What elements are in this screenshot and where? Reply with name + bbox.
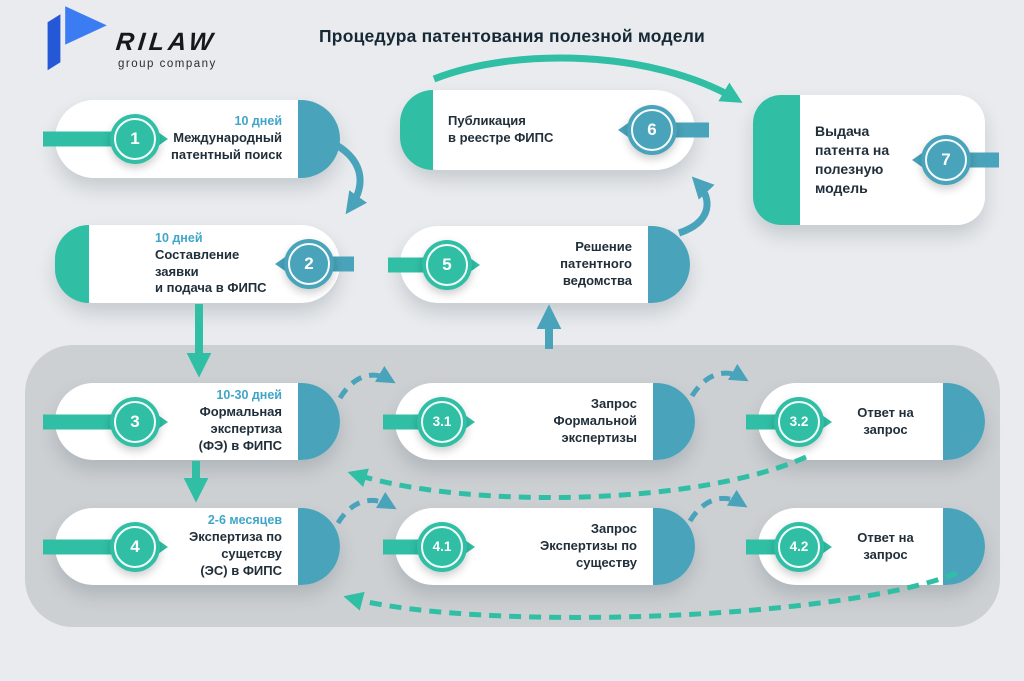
step-3-2-card: 3.2 Ответ на запрос	[746, 383, 985, 460]
logo-subtitle: group company	[118, 58, 217, 70]
step-5-title: Решение патентного ведомства	[560, 239, 632, 288]
step-4-1-number-badge: 4.1	[417, 521, 467, 572]
step-5-card: 5 Решение патентного ведомства	[388, 226, 690, 303]
step-1-number: 1	[130, 129, 140, 148]
step-4-1-title: Запрос Экспертизы по существу	[540, 521, 637, 570]
step-2-duration: 10 дней	[155, 230, 203, 245]
step-4-2-text: Ответ на запрос	[758, 530, 985, 564]
step-2-card: 2 10 дней Составление заявки и подача в …	[55, 225, 354, 303]
step-2-text: 10 дней Составление заявки и подача в ФИ…	[55, 231, 340, 298]
step-5-number: 5	[442, 254, 452, 274]
step-3-2-text: Ответ на запрос	[758, 405, 985, 439]
step-3-2-number: 3.2	[789, 414, 809, 429]
step-5-number-badge: 5	[422, 239, 472, 290]
page-title: Процедура патентования полезной модели	[319, 26, 705, 46]
step-7-endcap	[753, 95, 800, 225]
step-4-2-title: Ответ на запрос	[857, 529, 914, 562]
step-4-1-number: 4.1	[432, 539, 452, 554]
step-4-card: 4 2-6 месяцев Экспертиза по сущетсву (ЭС…	[43, 508, 340, 585]
step-3-1-number: 3.1	[432, 414, 452, 429]
step-4-duration: 2-6 месяцев	[207, 513, 282, 528]
step-7-title: Выдача патента на полезную модель	[815, 123, 890, 196]
step-1-card: 1 10 дней Международный патентный поиск	[43, 100, 340, 178]
step-1-number-badge: 1	[110, 114, 160, 164]
step-3-number-badge: 3	[110, 396, 160, 447]
step-3-number: 3	[130, 411, 140, 431]
step-1-text: 10 дней Международный патентный поиск	[55, 114, 340, 164]
step-4-number: 4	[130, 536, 140, 556]
prilaw-logo: RILAW group company	[46, 6, 218, 72]
step-3-2-title: Ответ на запрос	[857, 404, 914, 437]
step-6-card: 6 Публикация в реестре ФИПС	[400, 90, 709, 170]
step-3-text: 10-30 дней Формальная экспертиза (ФЭ) в …	[55, 388, 340, 455]
step-4-title: Экспертиза по сущетсву (ЭС) в ФИПС	[189, 529, 282, 578]
step-3-1-text: Запрос Формальной экспертизы	[395, 396, 695, 447]
step-7-text: Выдача патента на полезную модель	[753, 122, 985, 198]
step-4-2-card: 4.2 Ответ на запрос	[746, 508, 985, 585]
step-1-duration: 10 дней	[234, 114, 283, 129]
step-5-text: Решение патентного ведомства	[400, 239, 690, 290]
logo-text: RILAW group company	[115, 28, 218, 70]
step-4-2-number: 4.2	[789, 539, 809, 554]
step-6-title: Публикация в реестре ФИПС	[448, 113, 554, 145]
step-3-1-card: 3.1 Запрос Формальной экспертизы	[383, 383, 695, 460]
step-4-1-text: Запрос Экспертизы по существу	[395, 521, 695, 572]
step-4-1-card: 4.1 Запрос Экспертизы по существу	[383, 508, 695, 585]
arrow-5-to-6	[677, 176, 715, 237]
step-7-number-badge: 7	[921, 135, 971, 185]
step-4-number-badge: 4	[110, 521, 160, 572]
step-7-number: 7	[941, 150, 951, 169]
step-3-1-title: Запрос Формальной экспертизы	[553, 396, 637, 445]
step-3-card: 3 10-30 дней Формальная экспертиза (ФЭ) …	[43, 383, 340, 460]
step-7-card: 7 Выдача патента на полезную модель	[753, 95, 999, 225]
step-3-duration: 10-30 дней	[216, 388, 282, 403]
step-1-title: Международный патентный поиск	[171, 130, 282, 162]
step-3-1-number-badge: 3.1	[417, 396, 467, 447]
step-6-endcap	[400, 90, 433, 170]
step-2-number-badge: 2	[284, 239, 334, 289]
step-6-number-badge: 6	[627, 105, 677, 155]
step-4-2-number-badge: 4.2	[774, 521, 824, 572]
step-6-number: 6	[647, 120, 657, 139]
step-3-2-number-badge: 3.2	[774, 396, 824, 447]
step-6-text: Публикация в реестре ФИПС	[400, 113, 695, 147]
step-2-title: Составление заявки и подача в ФИПС	[155, 246, 267, 296]
step-3-title: Формальная экспертиза (ФЭ) в ФИПС	[198, 404, 282, 453]
step-4-text: 2-6 месяцев Экспертиза по сущетсву (ЭС) …	[55, 513, 340, 580]
step-2-number: 2	[304, 254, 314, 273]
prilaw-logo-icon	[47, 6, 107, 71]
